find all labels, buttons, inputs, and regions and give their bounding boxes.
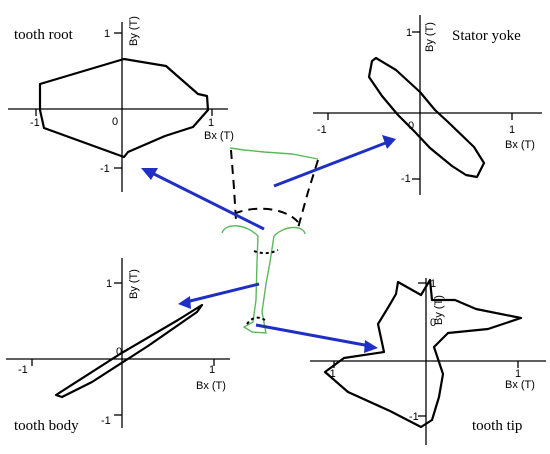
- b-locus-loop: [367, 56, 486, 179]
- slot-outline: [242, 235, 275, 334]
- panel-stator-yoke: Stator yoke 1 -1 0 -1 1 Bx (T) By (T): [313, 15, 542, 195]
- x-axis-label: Bx (T): [204, 130, 234, 142]
- tick-label-y-pos1: 1: [104, 28, 110, 40]
- slot-outline: [273, 226, 306, 237]
- yoke-boundary: [297, 159, 319, 229]
- tick-label-y-neg1: -1: [100, 163, 110, 175]
- tick-label-zero: 0: [430, 317, 436, 329]
- y-axis-label: By (T): [433, 295, 445, 325]
- panel-title: tooth body: [14, 418, 79, 434]
- panel-tooth-body: tooth body 1 -1 0 -1 1 Bx (T) By (T): [6, 258, 230, 434]
- tick-label-y-pos1: 1: [106, 278, 112, 290]
- arrow-to-stator-yoke: [273, 135, 396, 188]
- y-axis-label: By (T): [424, 22, 436, 52]
- arrow-to-tooth-tip: [255, 323, 378, 353]
- x-axis-label: Bx (T): [196, 380, 226, 392]
- arrows: [141, 135, 396, 353]
- b-locus-loop: [323, 278, 523, 429]
- panel-title: tooth tip: [472, 418, 522, 434]
- tick-label-y-pos1: 1: [406, 27, 412, 39]
- region-boundary: [246, 316, 266, 325]
- yoke-boundary: [233, 207, 299, 223]
- tick-label-y-neg1: -1: [101, 415, 111, 427]
- tick-label-y-neg1: -1: [401, 173, 411, 185]
- tick-label-y-neg1: -1: [409, 411, 419, 423]
- tick-label-zero: 0: [112, 116, 118, 128]
- tick-label-x-neg1: -1: [18, 364, 28, 376]
- tick-label-x-pos1: 1: [515, 368, 521, 380]
- stator-slot-sketch: [221, 147, 319, 334]
- y-axis-label: By (T): [128, 16, 140, 46]
- arrow-to-tooth-root: [141, 168, 265, 231]
- tick-label-x-pos1: 1: [209, 364, 215, 376]
- tick-label-zero: 0: [116, 346, 122, 358]
- tick-label-y-pos1: 1: [430, 278, 436, 290]
- arrow-to-tooth-body: [178, 282, 260, 309]
- tick-label-x-neg1: -1: [326, 368, 336, 380]
- tick-label-x-neg1: -1: [30, 117, 40, 129]
- x-axis-label: Bx (T): [505, 139, 535, 151]
- b-locus-loop: [54, 303, 204, 399]
- slot-outline: [229, 147, 319, 160]
- tick-label-x-pos1: 1: [208, 117, 214, 129]
- region-boundary: [253, 249, 279, 255]
- panel-tooth-root: tooth root 1 -1 0 -1 1 Bx (T) By (T): [8, 16, 234, 192]
- x-axis-label: Bx (T): [505, 379, 535, 391]
- panel-title: tooth root: [14, 27, 74, 43]
- y-axis-label: By (T): [128, 269, 140, 299]
- panel-title: Stator yoke: [452, 28, 521, 44]
- tick-label-x-neg1: -1: [317, 124, 327, 136]
- panel-tooth-tip: tooth tip 1 -1 0 -1 1 Bx (T) By (T): [310, 278, 546, 445]
- b-locus-loop: [38, 57, 210, 159]
- slot-outline: [221, 225, 259, 237]
- tick-label-zero: 0: [408, 120, 414, 132]
- tick-label-x-pos1: 1: [509, 124, 515, 136]
- yoke-boundary: [230, 149, 237, 222]
